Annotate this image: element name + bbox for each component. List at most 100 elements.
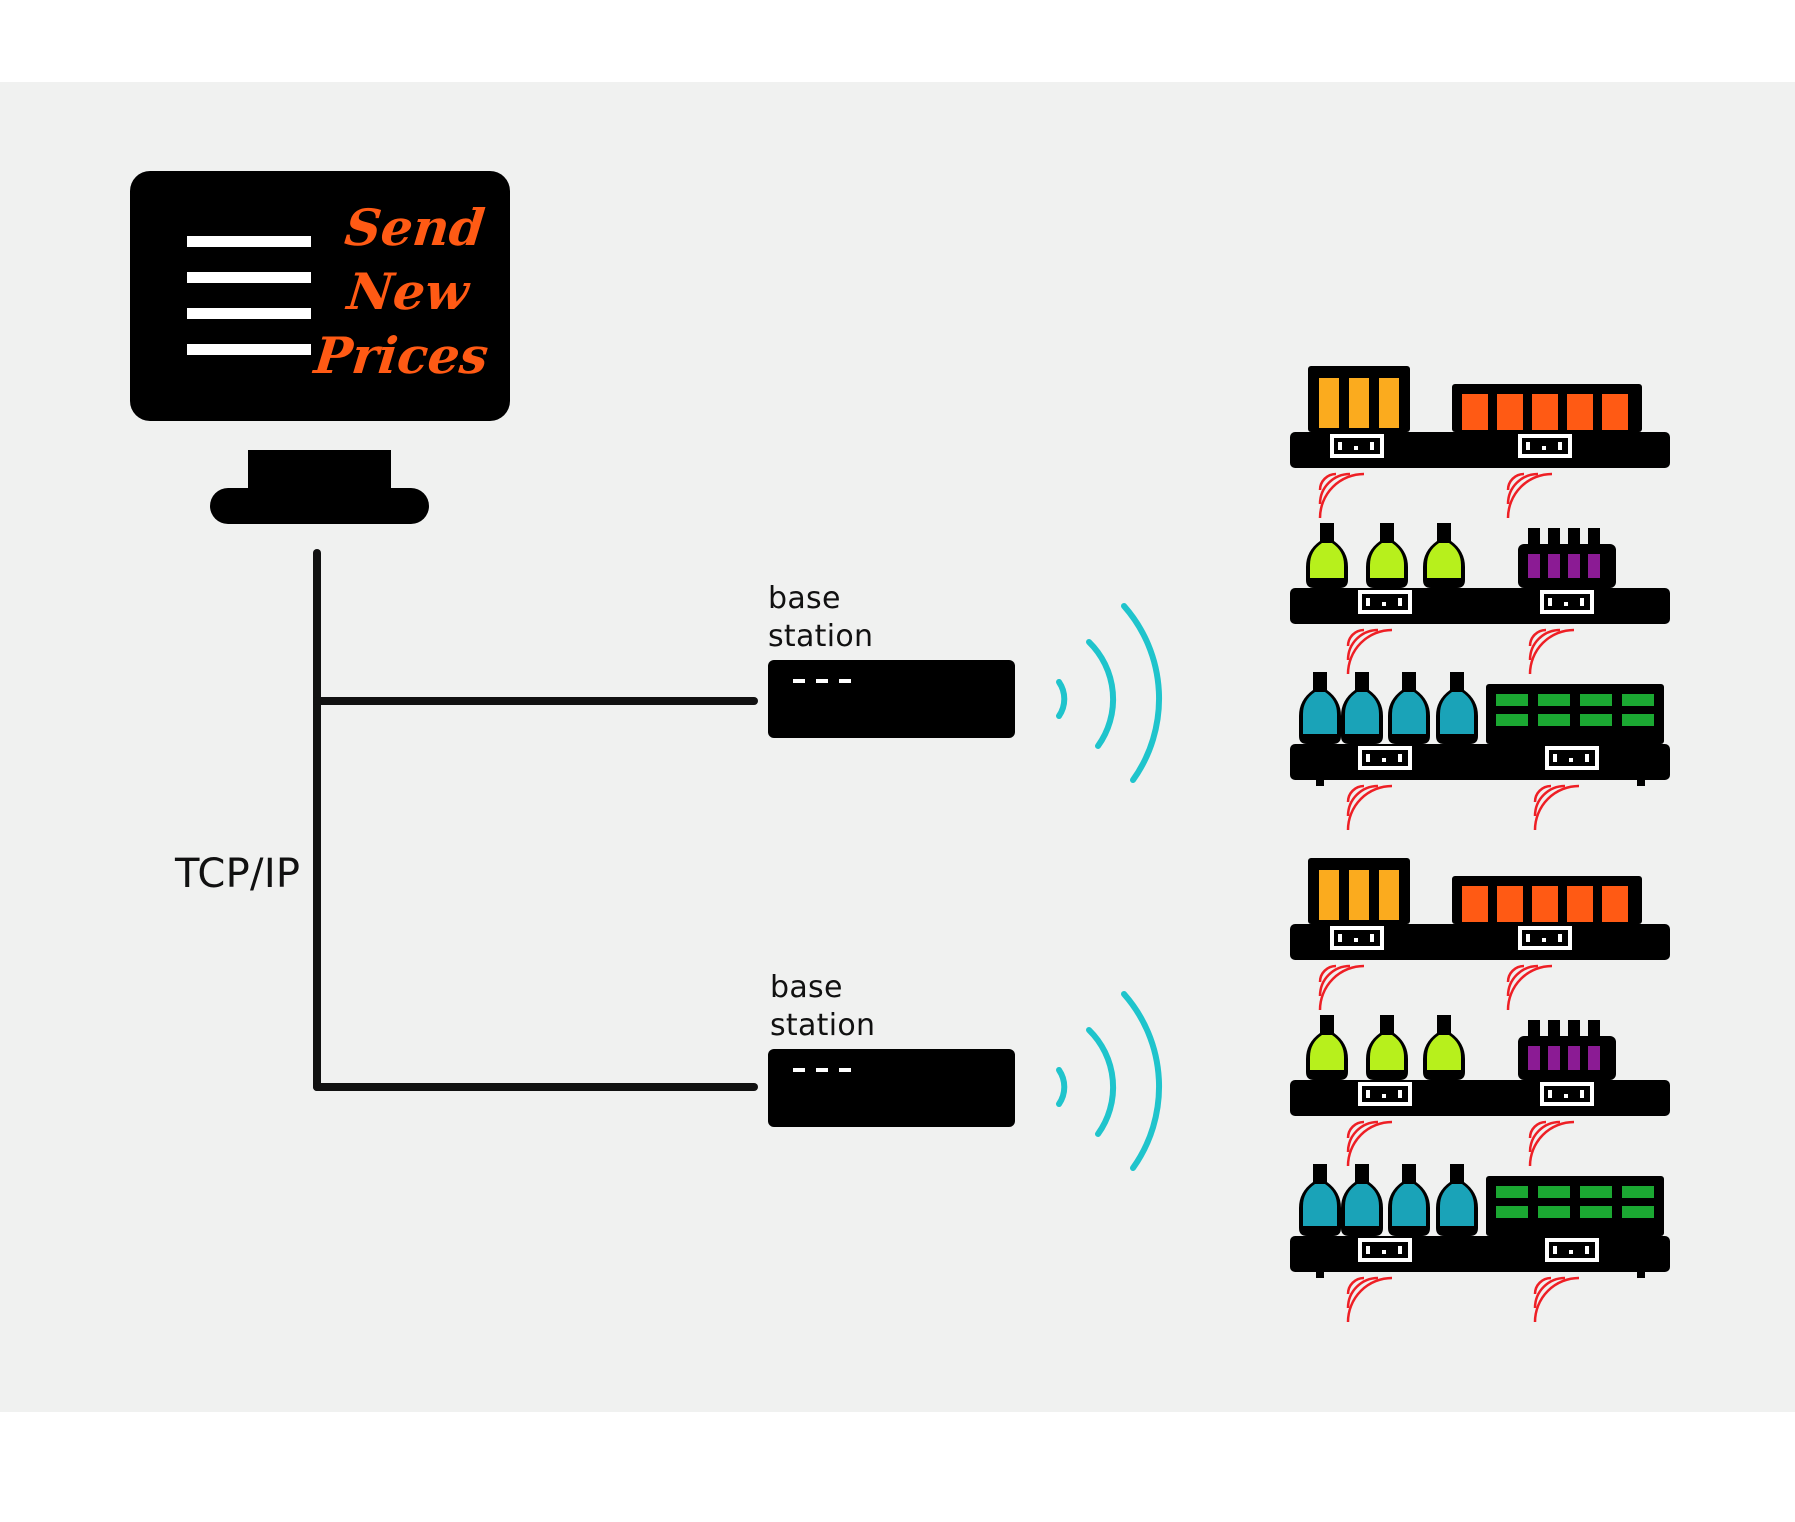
wine-fill [1568, 1046, 1580, 1070]
base-station-label-line-2: station [768, 619, 874, 654]
price-tag-digit [1564, 602, 1568, 606]
base-station-signal [1056, 991, 1163, 1171]
tag-signal [1346, 628, 1393, 675]
tag-signal [1533, 784, 1580, 831]
price-tag-digit [1382, 1250, 1386, 1254]
tag-signal-wave [1346, 1276, 1365, 1295]
wine-neck [1568, 528, 1580, 548]
tag-signal-wave [1346, 1276, 1393, 1323]
tag-signal-wave [1533, 784, 1552, 803]
tag-signal [1318, 964, 1365, 1011]
crate-item [1462, 886, 1488, 922]
can [1496, 694, 1528, 706]
shelf-plank [1290, 744, 1670, 780]
tag-signal [1528, 1120, 1575, 1167]
shelf-foot [1637, 1270, 1645, 1278]
screen-line [187, 308, 311, 319]
crate-item [1532, 886, 1558, 922]
bottle-fill [1440, 692, 1474, 734]
price-tag-digit [1548, 598, 1552, 606]
price-tag-digit [1553, 1246, 1557, 1254]
can [1622, 694, 1654, 706]
wine-fill [1548, 1046, 1560, 1070]
shelf-plank [1290, 924, 1670, 960]
wine-neck [1548, 1020, 1560, 1040]
tag-signal-wave [1528, 1120, 1575, 1167]
base-station-led [793, 1068, 805, 1072]
tag-signal [1528, 628, 1575, 675]
wine-neck [1588, 528, 1600, 548]
price-tag-digit [1366, 1246, 1370, 1254]
wine-fill [1548, 554, 1560, 578]
can [1496, 714, 1528, 726]
signal-wave [1121, 603, 1163, 783]
wine-neck [1588, 1020, 1600, 1040]
shelf-orange-boxes [1290, 858, 1670, 1011]
tag-signal-wave [1533, 1276, 1580, 1323]
signal-wave [1056, 1067, 1068, 1107]
tag-signal [1506, 472, 1553, 519]
crate-item [1497, 394, 1523, 430]
price-tag-digit [1585, 754, 1589, 762]
price-tag-digit [1370, 442, 1374, 450]
tag-signal-wave [1346, 1120, 1393, 1167]
bottle-fill [1310, 1035, 1344, 1070]
price-tag-digit [1366, 598, 1370, 606]
tag-signal-wave [1528, 1120, 1561, 1153]
can [1580, 1206, 1612, 1218]
price-tag-digit [1542, 446, 1546, 450]
tag-signal-wave [1346, 1120, 1379, 1153]
base-station-box [768, 1049, 1015, 1127]
tag-signal-wave [1318, 964, 1365, 1011]
price-tag-digit [1382, 602, 1386, 606]
monitor-screen [130, 171, 510, 421]
tag-signal-wave [1346, 784, 1393, 831]
tag-signal-wave [1533, 784, 1580, 831]
tag-signal [1346, 1120, 1393, 1167]
can [1580, 714, 1612, 726]
crate-item [1462, 394, 1488, 430]
tag-signal [1506, 964, 1553, 1011]
bottle-fill [1392, 1184, 1426, 1226]
crate-item [1319, 870, 1339, 920]
signal-wave [1086, 639, 1117, 749]
message-line-1: Send [342, 198, 488, 257]
tag-signal-wave [1506, 472, 1553, 519]
monitor-base [210, 488, 429, 524]
monitor-message: Send New Prices [308, 196, 508, 388]
tag-signal-wave [1506, 964, 1525, 983]
bottle-fill [1370, 1035, 1404, 1070]
price-tag-digit [1564, 1094, 1568, 1098]
crate-item [1532, 394, 1558, 430]
store-shelves [1290, 366, 1670, 1323]
price-tag-digit [1338, 442, 1342, 450]
can [1622, 1186, 1654, 1198]
price-tag-digit [1366, 1090, 1370, 1098]
bottle-fill [1310, 543, 1344, 578]
bottle-fill [1392, 692, 1426, 734]
wine-neck [1548, 528, 1560, 548]
can [1538, 1186, 1570, 1198]
wine-neck [1568, 1020, 1580, 1040]
computer-monitor [130, 171, 510, 524]
price-tag-digit [1548, 1090, 1552, 1098]
tag-signal-wave [1318, 964, 1351, 997]
base-station-label-line-1: base [770, 970, 843, 1005]
can [1580, 1186, 1612, 1198]
base-station-led [839, 1068, 851, 1072]
tag-signal-wave [1528, 628, 1575, 675]
price-tag-digit [1338, 934, 1342, 942]
signal-wave [1056, 679, 1068, 719]
bottle-fill [1427, 543, 1461, 578]
signal-wave [1086, 1027, 1117, 1137]
shelf-foot [1637, 778, 1645, 786]
base-station-label: base station [770, 969, 875, 1045]
price-tag-digit [1366, 754, 1370, 762]
shelf-plank [1290, 1236, 1670, 1272]
tag-signal-wave [1346, 628, 1365, 647]
signal-wave [1121, 991, 1163, 1171]
crate-item [1602, 394, 1628, 430]
bottle-fill [1440, 1184, 1474, 1226]
crate-item [1567, 394, 1593, 430]
tag-signal-wave [1533, 1276, 1566, 1309]
